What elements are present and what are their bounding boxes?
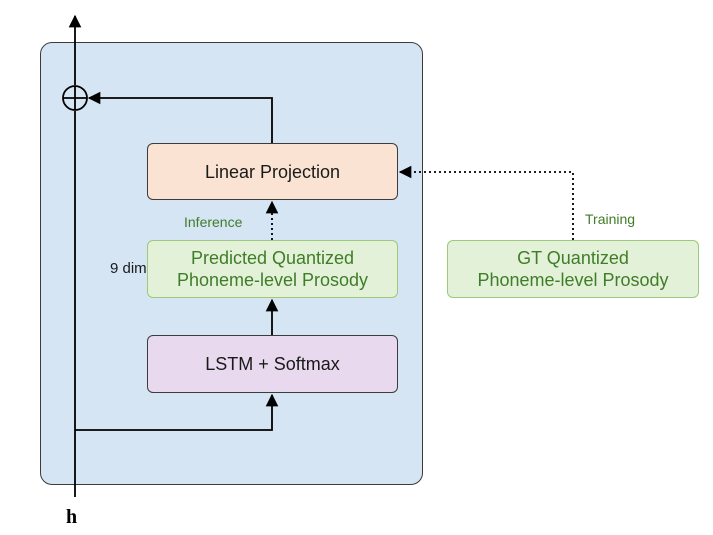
predicted-prosody-line1: Predicted Quantized: [190, 248, 355, 268]
gt-prosody-line2: Phoneme-level Prosody: [477, 270, 669, 290]
predicted-prosody-line2: Phoneme-level Prosody: [176, 270, 369, 290]
training-label: Training: [585, 211, 636, 227]
input-h-label: h: [66, 506, 78, 528]
projection-to-sum-arrow: [87, 91, 273, 143]
input-to-lstm-arrow: [75, 393, 279, 431]
predicted-prosody-box: Predicted Quantized Phoneme-level Prosod…: [147, 240, 398, 298]
gt-prosody-box: GT Quantized Phoneme-level Prosody: [447, 240, 699, 298]
linear-projection-box: Linear Projection: [147, 143, 398, 200]
inference-label: Inference: [184, 214, 243, 230]
dim-label: 9 dim: [110, 260, 147, 277]
linear-projection-label: Linear Projection: [204, 161, 341, 182]
lstm-softmax-label: LSTM + Softmax: [205, 354, 340, 374]
lstm-softmax-box: LSTM + Softmax: [147, 335, 398, 393]
training-dotted-arrow: [398, 165, 574, 240]
gt-prosody-line1: GT Quantized: [517, 248, 629, 268]
